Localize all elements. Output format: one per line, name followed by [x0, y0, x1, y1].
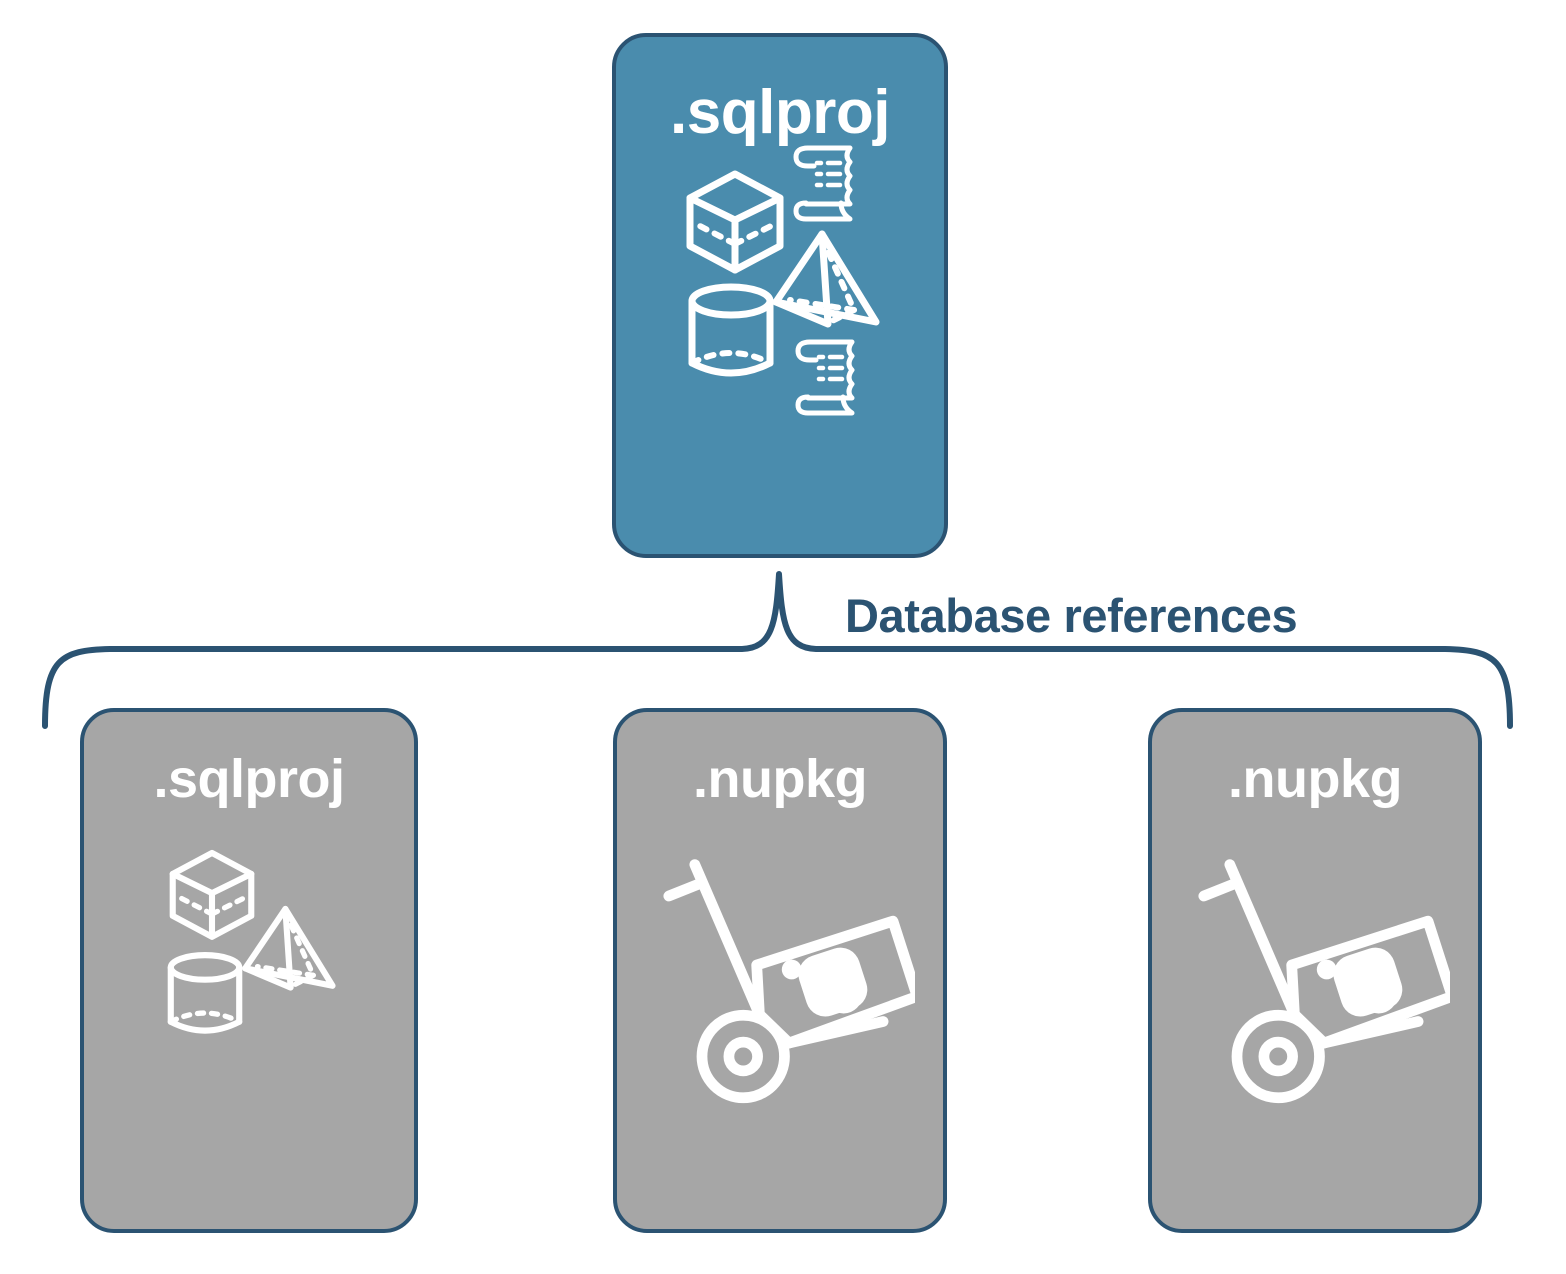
child-node-nupkg-1[interactable]: .nupkg	[613, 708, 947, 1233]
child-node-nupkg-2[interactable]: .nupkg	[1148, 708, 1482, 1233]
child-node-icon-group	[84, 806, 414, 1229]
child-node-icon-group	[617, 806, 943, 1229]
cylinder-icon	[167, 952, 243, 1034]
pyramid-icon	[772, 230, 880, 328]
root-node-sqlproj[interactable]: .sqlproj	[612, 33, 948, 558]
cube-icon	[686, 170, 784, 274]
child-node-label: .sqlproj	[153, 749, 345, 809]
child-node-label: .nupkg	[1228, 749, 1402, 809]
cube-icon	[169, 849, 255, 940]
child-node-icon-group	[1152, 806, 1478, 1229]
child-node-label: .nupkg	[693, 749, 867, 809]
cylinder-icon	[688, 283, 774, 377]
package-handtruck-icon	[1198, 859, 1450, 1104]
child-node-sqlproj[interactable]: .sqlproj	[80, 708, 418, 1233]
root-node-label: .sqlproj	[670, 78, 890, 147]
scroll-icon	[795, 339, 855, 416]
scroll-icon	[793, 145, 853, 222]
package-handtruck-icon	[663, 859, 915, 1104]
connector-label: Database references	[845, 589, 1298, 642]
pyramid-icon	[242, 905, 336, 991]
root-node-icon-group	[616, 144, 944, 554]
